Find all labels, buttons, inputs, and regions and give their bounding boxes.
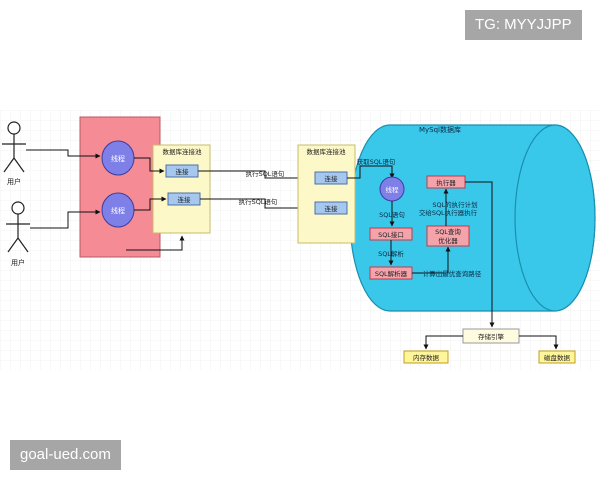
storage-engine-label: 存储引擎	[478, 332, 505, 341]
user-actor-2	[6, 201, 30, 253]
parser-to-optimizer-arrow	[412, 246, 451, 274]
executor-label: 执行器	[436, 178, 456, 187]
pool-return-arrow	[126, 235, 185, 251]
user-label-1: 用户	[7, 177, 21, 186]
storage-to-memory-arrow	[423, 335, 463, 350]
sql-stmt-label: SQL语句	[379, 210, 405, 219]
thread2-to-connection-arrow	[134, 196, 167, 211]
client-pool-title: 数据库连接池	[163, 147, 203, 156]
client-connection-label-2: 连接	[178, 195, 192, 204]
exec-sql-label-2: 执行SQL语句	[239, 197, 278, 206]
sql-parser-label: SQL解析器	[375, 269, 408, 278]
sql-interface-label: SQL接口	[378, 230, 404, 239]
query-optimizer-box	[426, 225, 470, 247]
get-sql-label: 获取SQL语句	[357, 157, 396, 166]
server-connection-2	[314, 201, 348, 215]
memory-data-box	[403, 350, 449, 364]
mysql-title: MySql数据库	[419, 125, 461, 134]
disk-data-label: 磁盘数据	[544, 353, 571, 362]
sql-parse-label: SQL解析	[378, 249, 404, 258]
client-thread-box	[79, 116, 161, 258]
best-path-label: 计算出最优查询路径	[423, 269, 482, 278]
client-connection-label-1: 连接	[176, 167, 190, 176]
user-actor-1	[2, 121, 26, 173]
exec-sql-label-1: 执行SQL语句	[246, 169, 285, 178]
memory-data-label: 内存数据	[413, 353, 440, 362]
user-label-2: 用户	[11, 258, 25, 267]
exec-plan-label-line1: SQL的执行计划	[432, 200, 477, 209]
client-connection-pool	[152, 144, 211, 234]
query-optimizer-label-line1: SQL查询	[435, 227, 461, 236]
get-sql-arrow	[347, 165, 395, 179]
executor-to-storage-arrow	[465, 181, 495, 328]
server-connection-label-1: 连接	[325, 174, 339, 183]
user2-to-thread-arrow	[30, 209, 101, 229]
server-connection-pool	[297, 144, 356, 244]
server-pool-title: 数据库连接池	[307, 147, 347, 156]
mysql-thread-label: 线程	[386, 185, 400, 194]
watermark-bottom: goal-ued.com	[10, 440, 121, 470]
storage-to-disk-arrow	[519, 335, 559, 350]
client-thread-label-2: 线程	[111, 206, 125, 215]
thread1-to-connection-arrow	[134, 157, 165, 174]
watermark-top: TG: MYYJJPP	[465, 10, 582, 40]
exec-sql-arrow-1	[198, 170, 315, 181]
disk-data-box	[538, 350, 576, 364]
client-thread-label-1: 线程	[111, 154, 125, 163]
user1-to-thread-arrow	[26, 149, 101, 159]
exec-sql-arrow-2	[200, 198, 315, 211]
server-connection-label-2: 连接	[325, 204, 339, 213]
exec-plan-label-line2: 交给SQL执行器执行	[419, 208, 478, 217]
mysql-database-cylinder	[349, 124, 596, 312]
query-optimizer-label-line2: 优化器	[438, 236, 458, 245]
